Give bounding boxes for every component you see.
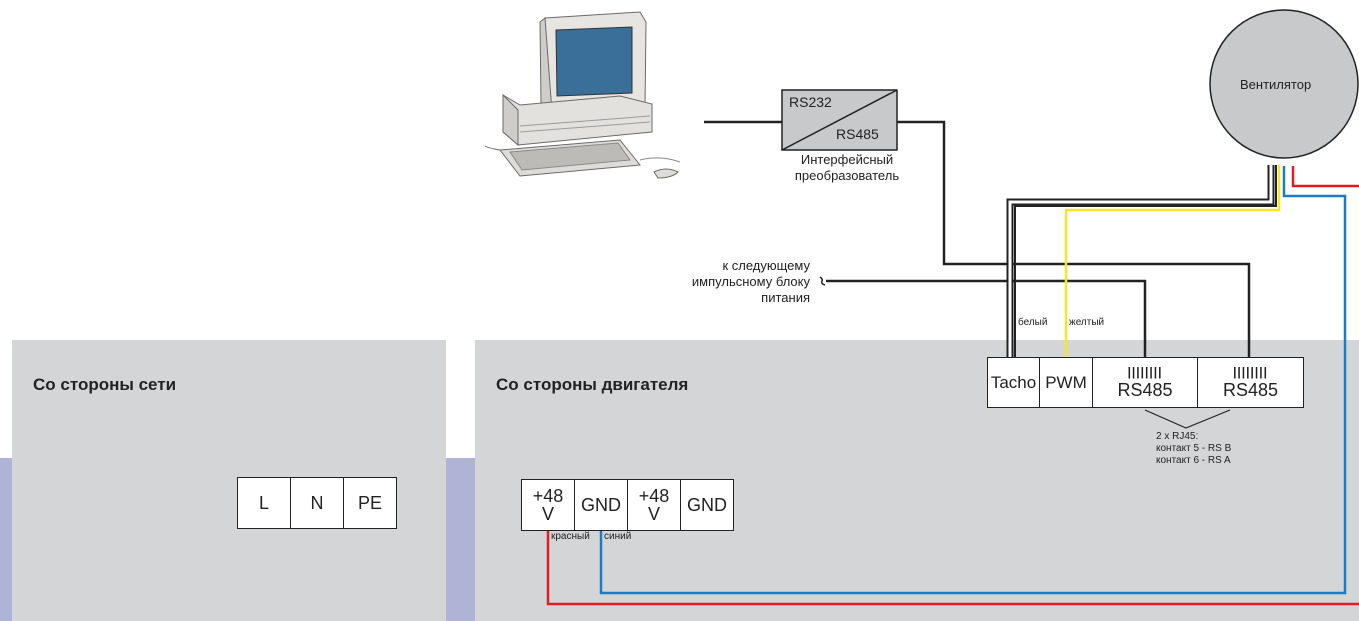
wire-label-blue: синий: [604, 531, 632, 542]
converter-caption-line1: Интерфейсный: [800, 152, 894, 167]
terminal-rs485-b: |||||||| RS485: [1197, 357, 1304, 408]
rj45-note-line1: 2 x RJ45:: [1156, 431, 1199, 442]
terminal-plus48v-2-line1: +48: [638, 486, 670, 506]
wire-break-squiggle: [819, 276, 826, 286]
wire-power-red: [1291, 166, 1359, 188]
panel-accent-left: [0, 458, 12, 621]
converter-label-rs485: RS485: [836, 126, 879, 142]
desktop-computer-icon: [484, 11, 681, 179]
wire-label-yellow: желтый: [1069, 317, 1105, 328]
fan-label: Вентилятор: [1240, 77, 1312, 92]
terminal-plus48v-1-line1: +48: [532, 486, 564, 506]
mains-side-title: Со стороны сети: [33, 375, 177, 394]
wire-label-red: красный: [551, 531, 590, 542]
rj45-note-line2: контакт 5 - RS B: [1156, 443, 1232, 454]
rj45-pins-icon: ||||||||: [1127, 365, 1163, 379]
rj45-note-line3: контакт 6 - RS A: [1156, 455, 1231, 466]
terminal-plus48v-1: +48 V: [521, 479, 575, 531]
motor-side-title: Со стороны двигателя: [496, 375, 689, 394]
next-psu-line1: к следующему: [722, 258, 810, 273]
terminal-plus48v-2: +48 V: [627, 479, 681, 531]
rj45-brace: [1144, 409, 1231, 429]
terminal-pe: PE: [343, 477, 397, 529]
wire-label-white: белый: [1018, 317, 1048, 328]
wire-tacho-white: [1006, 165, 1275, 357]
next-psu-label: к следующему импульсному блоку питания: [650, 258, 810, 306]
terminal-tacho: Tacho: [987, 357, 1040, 408]
fan-circle: [1209, 9, 1359, 159]
terminal-plus48v-1-line2: V: [541, 504, 554, 524]
next-psu-line3: питания: [761, 290, 810, 305]
rj45-note: 2 x RJ45: контакт 5 - RS B контакт 6 - R…: [1156, 431, 1231, 467]
converter-caption-line2: преобразователь: [794, 168, 900, 183]
converter-label-rs232: RS232: [789, 94, 832, 110]
terminal-gnd-2: GND: [680, 479, 734, 531]
terminal-rs485-a: |||||||| RS485: [1092, 357, 1198, 408]
panel-accent-middle: [446, 458, 475, 621]
wire-pwm-yellow: [1064, 165, 1281, 357]
converter-caption: Интерфейсный преобразователь: [784, 152, 910, 184]
terminal-gnd-1: GND: [574, 479, 628, 531]
rj45-pins-icon: ||||||||: [1233, 365, 1268, 379]
terminal-n: N: [290, 477, 344, 529]
terminal-pwm: PWM: [1039, 357, 1093, 408]
terminal-rs485-b-label: RS485: [1222, 380, 1279, 400]
wire-converter-to-rs485: [897, 120, 1251, 357]
terminal-l: L: [237, 477, 291, 529]
interface-converter-box: [781, 89, 898, 151]
wire-next-psu-to-rs485: [826, 279, 1147, 357]
terminal-plus48v-2-line2: V: [647, 504, 660, 524]
terminal-rs485-a-label: RS485: [1117, 380, 1173, 400]
next-psu-line2: импульсному блоку: [691, 274, 810, 289]
wire-ground-blue: [599, 166, 1347, 595]
